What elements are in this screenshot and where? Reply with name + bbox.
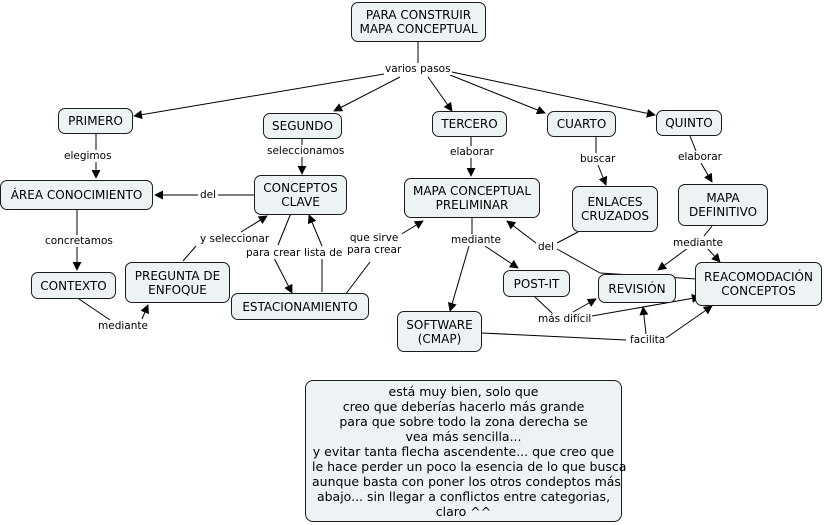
link-facilita: facilita (629, 334, 667, 346)
link-seleccionamos: seleccionamos (266, 145, 346, 157)
node-enlaces-cruzados[interactable]: ENLACES CRUZADOS (572, 186, 658, 232)
link-mediante-definitivo: mediante (672, 237, 724, 249)
comment-line: vea más sencilla... (405, 428, 522, 444)
node-area-conocimiento[interactable]: ÁREA CONOCIMIENTO (0, 180, 153, 210)
comment-line: está muy bien, solo que (388, 383, 539, 399)
link-mediante-contexto: mediante (97, 320, 149, 332)
link-elaborar-tercero: elaborar (449, 146, 495, 158)
link-varios-pasos: varios pasos (384, 63, 452, 75)
comment-line: aunque basta con poner los otros condept… (312, 473, 621, 489)
node-estacionamiento[interactable]: ESTACIONAMIENTO (231, 293, 369, 320)
comment-line: y evitar tanta flecha ascendente... que … (312, 443, 615, 459)
node-mapa-definitivo[interactable]: MAPA DEFINITIVO (678, 184, 768, 226)
node-mapa-preliminar[interactable]: MAPA CONCEPTUAL PRELIMINAR (404, 178, 540, 218)
node-contexto[interactable]: CONTEXTO (31, 272, 116, 299)
node-pregunta-enfoque[interactable]: PREGUNTA DE ENFOQUE (125, 262, 230, 303)
node-primero[interactable]: PRIMERO (58, 108, 133, 134)
link-del-enlaces: del (537, 241, 556, 253)
link-y-seleccionar: y seleccionar (199, 233, 271, 245)
link-elegimos: elegimos (63, 150, 113, 162)
comment-note: está muy bien, solo que creo que debería… (305, 380, 627, 522)
link-mediante-preliminar: mediante (450, 234, 502, 246)
node-conceptos-clave[interactable]: CONCEPTOS CLAVE (254, 175, 347, 215)
link-concretamos: concretamos (44, 235, 114, 247)
node-quinto[interactable]: QUINTO (656, 110, 722, 136)
link-lista-de: lista de (303, 247, 344, 259)
comment-line: abajo... sin llegar a conflictos entre c… (316, 488, 611, 504)
comment-line: le hace perder un poco la esencia de lo … (312, 458, 627, 474)
node-cuarto[interactable]: CUARTO (547, 111, 616, 137)
node-revision[interactable]: REVISIÓN (598, 274, 676, 303)
link-para-crear: para crear (245, 247, 302, 259)
node-post-it[interactable]: POST-IT (503, 270, 570, 297)
comment-line: para que sobre todo la zona derecha se (339, 413, 588, 429)
link-del-area: del (199, 189, 218, 201)
link-buscar: buscar (579, 153, 617, 165)
link-que-sirve-para-crear: que sirve para crear (346, 232, 403, 256)
node-reacomodacion-conceptos[interactable]: REACOMODACIÓN CONCEPTOS (695, 262, 822, 306)
link-elaborar-quinto: elaborar (677, 151, 723, 163)
comment-line: claro ^^ (435, 503, 492, 519)
node-segundo[interactable]: SEGUNDO (263, 113, 342, 139)
link-mas-dificil: más difícil (537, 313, 593, 325)
node-para-construir[interactable]: PARA CONSTRUIR MAPA CONCEPTUAL (351, 2, 486, 42)
node-software-cmap[interactable]: SOFTWARE (CMAP) (397, 311, 482, 352)
node-tercero[interactable]: TERCERO (432, 111, 507, 137)
comment-line: creo que deberías hacerlo más grande (342, 398, 585, 414)
